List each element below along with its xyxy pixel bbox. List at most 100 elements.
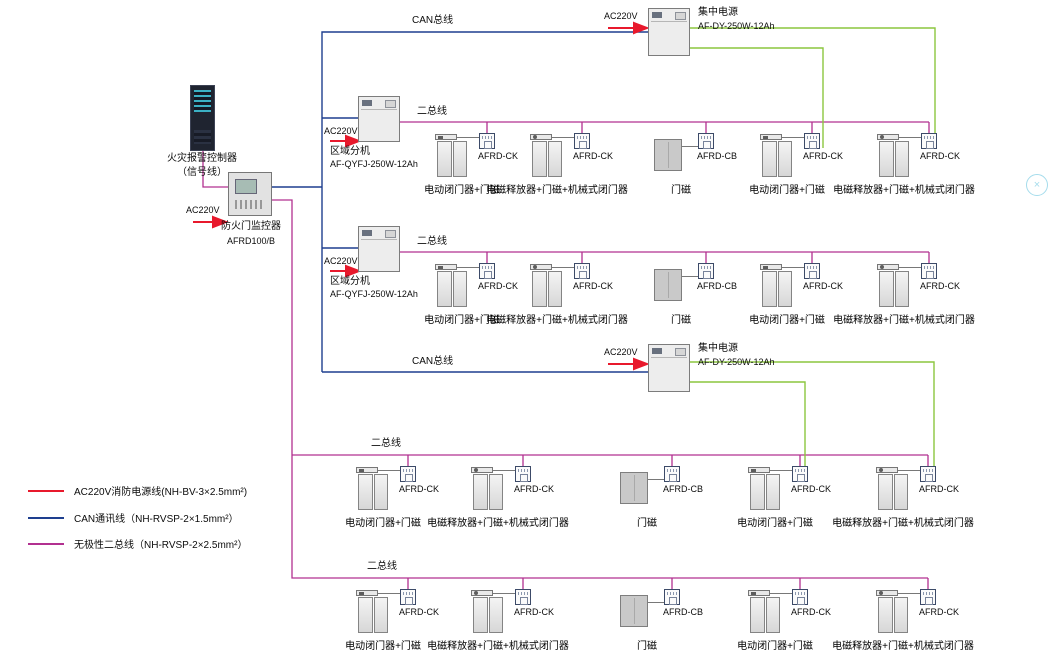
device-group-label: 电动闭门器+门磁	[424, 315, 500, 326]
device-group-label: 门磁	[671, 315, 691, 326]
central-psu-top-icon	[648, 8, 690, 56]
door-closer-icon	[435, 134, 480, 140]
magnetic-release-icon	[471, 467, 516, 473]
device-group-label: 电磁释放器+门磁+机械式闭门器	[427, 641, 569, 652]
two-bus-row3-label: 二总线	[371, 438, 401, 449]
magnetic-release-icon	[876, 590, 921, 596]
door-icon	[762, 271, 792, 307]
afrd-module-icon	[400, 466, 416, 482]
fire-alarm-controller-icon	[190, 85, 215, 151]
door-icon	[878, 597, 908, 633]
door-icon	[358, 597, 388, 633]
magnetic-release-icon	[530, 134, 575, 140]
door-icon	[532, 141, 562, 177]
psu-mid-model-label: AF-DY-250W-12Ah	[698, 357, 775, 367]
device-group-label: 电动闭门器+门磁	[424, 185, 500, 196]
door-icon	[437, 141, 467, 177]
door-magnet-icon	[654, 139, 699, 171]
zone-extension-1-icon	[358, 96, 400, 142]
device-group-label: 电动闭门器+门磁	[737, 518, 813, 529]
door-icon	[473, 474, 503, 510]
legend-label: CAN通讯线（NH-RVSP-2×1.5mm²）	[74, 514, 239, 525]
magnetic-release-icon	[876, 467, 921, 473]
legend-label: 无极性二总线（NH-RVSP-2×2.5mm²）	[74, 540, 248, 551]
afrd-module-icon	[574, 133, 590, 149]
afrd-module-icon	[920, 589, 936, 605]
psu-top-name-label: 集中电源	[698, 7, 738, 18]
module-label: AFRD-CK	[919, 607, 959, 617]
module-label: AFRD-CK	[791, 607, 831, 617]
afrd-module-icon	[804, 263, 820, 279]
device-group-label: 电磁释放器+门磁+机械式闭门器	[832, 518, 974, 529]
device-group-label: 门磁	[671, 185, 691, 196]
device-group-label: 电动闭门器+门磁	[749, 315, 825, 326]
afrd-module-icon	[479, 263, 495, 279]
central-psu-mid-icon	[648, 344, 690, 392]
door-icon	[750, 597, 780, 633]
door-magnet-icon	[620, 472, 665, 504]
device-group-label: 电动闭门器+门磁	[737, 641, 813, 652]
zone1-model-label: AF-QYFJ-250W-12Ah	[330, 159, 418, 169]
door-closer-icon	[760, 264, 805, 270]
afrd-module-icon	[515, 589, 531, 605]
legend-item-can: CAN通讯线（NH-RVSP-2×1.5mm²）	[28, 510, 239, 525]
legend-line-can-icon	[28, 516, 64, 519]
two-bus-lines	[202, 121, 930, 590]
device-group-label: 电磁释放器+门磁+机械式闭门器	[486, 315, 628, 326]
door-closer-icon	[435, 264, 480, 270]
two-bus-row1-label: 二总线	[417, 106, 447, 117]
module-label: AFRD-CK	[803, 151, 843, 161]
door-icon	[750, 474, 780, 510]
afrd-module-icon	[664, 466, 680, 482]
zone2-ac-label: AC220V	[324, 256, 358, 266]
zone2-model-label: AF-QYFJ-250W-12Ah	[330, 289, 418, 299]
afrd-module-icon	[792, 466, 808, 482]
zone1-ac-label: AC220V	[324, 126, 358, 136]
afrd-module-icon	[698, 133, 714, 149]
signal-line-label: （信号线）	[177, 167, 227, 178]
device-group-label: 电磁释放器+门磁+机械式闭门器	[833, 315, 975, 326]
magnetic-release-icon	[530, 264, 575, 270]
two-bus-row4-label: 二总线	[367, 561, 397, 572]
zone1-name-label: 区域分机	[330, 146, 370, 157]
can-bus-lines	[272, 31, 648, 373]
device-group-label: 电动闭门器+门磁	[345, 641, 421, 652]
monitor-ac-label: AC220V	[186, 205, 220, 215]
psu-top-model-label: AF-DY-250W-12Ah	[698, 21, 775, 31]
device-group-label: 电磁释放器+门磁+机械式闭门器	[427, 518, 569, 529]
monitor-name-label: 防火门监控器	[221, 221, 281, 232]
magnetic-release-icon	[877, 134, 922, 140]
door-closer-icon	[748, 590, 793, 596]
module-label: AFRD-CK	[399, 484, 439, 494]
zone2-name-label: 区域分机	[330, 276, 370, 287]
afrd-module-icon	[792, 589, 808, 605]
afrd-module-icon	[479, 133, 495, 149]
door-icon	[473, 597, 503, 633]
module-label: AFRD-CB	[663, 607, 703, 617]
door-icon	[762, 141, 792, 177]
module-label: AFRD-CB	[663, 484, 703, 494]
psu-mid-ac-label: AC220V	[604, 347, 638, 357]
device-group-label: 门磁	[637, 641, 657, 652]
device-group-label: 门磁	[637, 518, 657, 529]
can-bus-top-label: CAN总线	[412, 15, 454, 26]
door-closer-icon	[356, 590, 401, 596]
legend-line-two-bus-icon	[28, 542, 64, 545]
module-label: AFRD-CK	[573, 151, 613, 161]
door-icon	[879, 271, 909, 307]
circle-x-marker[interactable]: ×	[1026, 174, 1048, 196]
legend-line-power-icon	[28, 489, 64, 492]
door-closer-icon	[356, 467, 401, 473]
module-label: AFRD-CK	[478, 151, 518, 161]
module-label: AFRD-CK	[803, 281, 843, 291]
magnetic-release-icon	[471, 590, 516, 596]
device-group-label: 电动闭门器+门磁	[749, 185, 825, 196]
device-group-label: 电磁释放器+门磁+机械式闭门器	[832, 641, 974, 652]
legend-item-two-bus: 无极性二总线（NH-RVSP-2×2.5mm²）	[28, 536, 247, 551]
afrd-module-icon	[574, 263, 590, 279]
module-label: AFRD-CK	[919, 484, 959, 494]
module-label: AFRD-CB	[697, 151, 737, 161]
legend-item-power: AC220V消防电源线(NH-BV-3×2.5mm²)	[28, 483, 247, 498]
afrd-module-icon	[698, 263, 714, 279]
